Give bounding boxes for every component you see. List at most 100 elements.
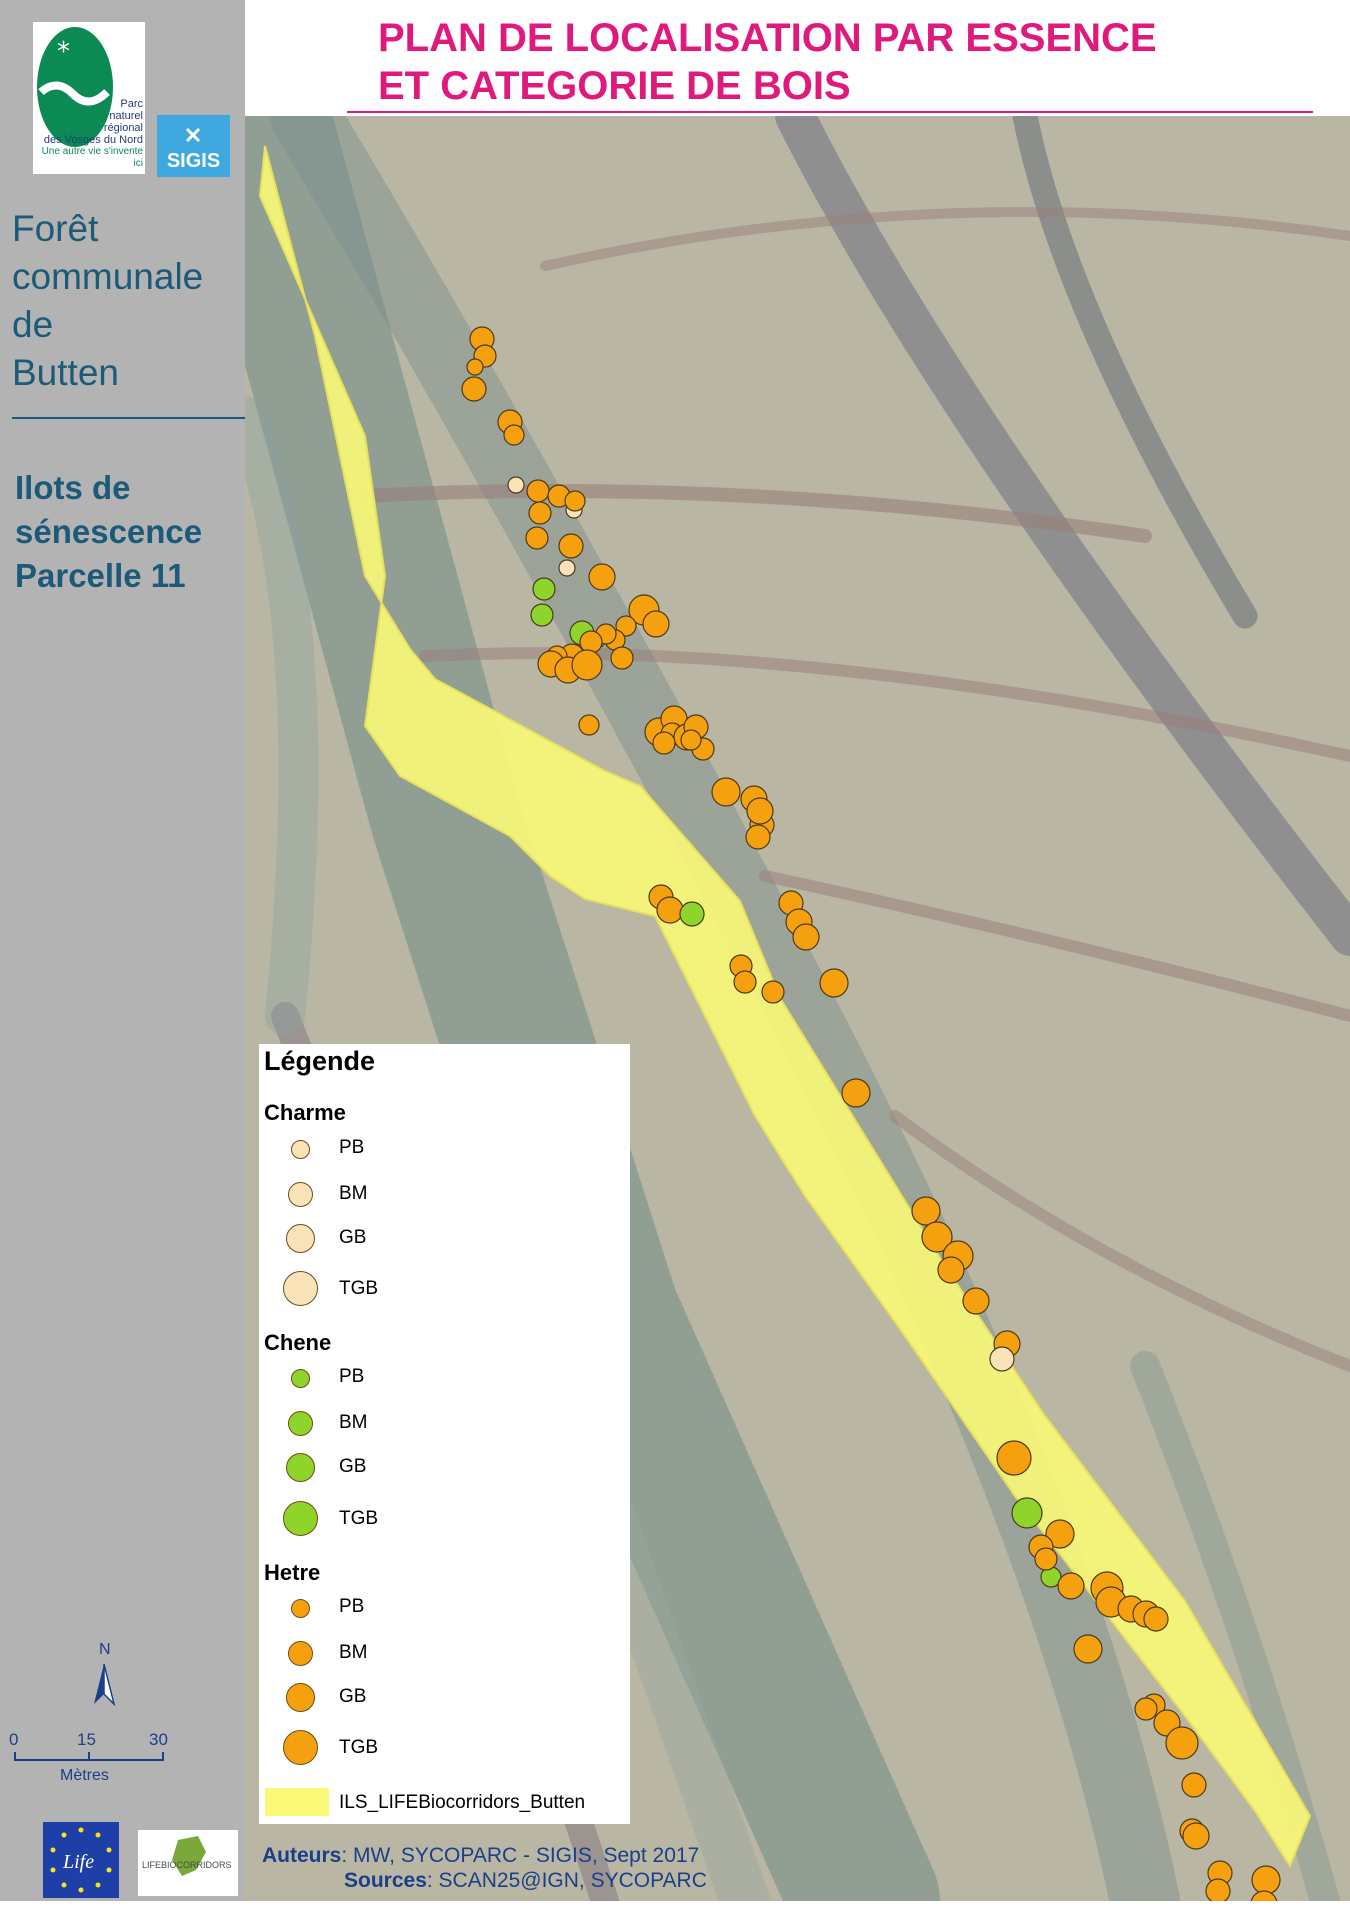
legend-group-charme: Charme — [264, 1100, 346, 1125]
charme-tree-marker[interactable] — [558, 559, 576, 577]
legend-swatch — [283, 1501, 318, 1536]
hetre-tree-marker[interactable] — [792, 923, 820, 951]
hetre-tree-marker[interactable] — [579, 630, 603, 654]
legend-group-hetre: Hetre — [264, 1560, 321, 1585]
hetre-tree-marker[interactable] — [588, 563, 616, 591]
hetre-tree-marker[interactable] — [819, 968, 849, 998]
legend-swatch — [283, 1271, 318, 1306]
hetre-tree-marker[interactable] — [1073, 1634, 1103, 1664]
hetre-tree-marker[interactable] — [921, 1221, 953, 1253]
svg-text:*: * — [57, 37, 70, 67]
hetre-tree-marker[interactable] — [656, 896, 684, 924]
hetre-tree-marker[interactable] — [1057, 1572, 1085, 1600]
hetre-tree-marker[interactable] — [526, 479, 550, 503]
hetre-tree-marker[interactable] — [525, 526, 549, 550]
credits-sources-text: : SCAN25@IGN, SYCOPARC — [426, 1869, 707, 1892]
biocorridors-logo-text: LIFEBIOCORRIDORS — [142, 1860, 232, 1870]
hetre-tree-marker[interactable] — [911, 1196, 941, 1226]
charme-tree-marker[interactable] — [507, 476, 525, 494]
chene-tree-marker[interactable] — [532, 577, 556, 601]
forest-name-line: communale — [12, 256, 204, 297]
legend-item-chene-tgb: TGB — [259, 1498, 630, 1538]
hetre-tree-marker[interactable] — [761, 980, 785, 1004]
legend-swatch — [286, 1224, 315, 1253]
ilots-heading-line: Ilots de — [15, 469, 131, 506]
forest-name-line: Forêt — [12, 208, 99, 249]
legend-label: TGB — [339, 1737, 379, 1758]
hetre-tree-marker[interactable] — [1034, 1547, 1058, 1571]
scale-unit: Mètres — [60, 1767, 109, 1784]
hetre-tree-marker[interactable] — [610, 646, 634, 670]
charme-tree-marker[interactable] — [989, 1346, 1015, 1372]
hetre-tree-marker[interactable] — [1182, 1822, 1210, 1850]
ilots-heading: Ilots de sénescence Parcelle 11 — [15, 466, 245, 598]
legend-swatch — [286, 1683, 315, 1712]
legend-label: GB — [339, 1456, 367, 1477]
scale-tick-0: 0 — [9, 1730, 18, 1749]
hetre-tree-marker[interactable] — [711, 777, 741, 807]
hetre-tree-marker[interactable] — [652, 731, 676, 755]
legend-swatch — [288, 1411, 313, 1436]
page-title-line-2: ET CATEGORIE DE BOIS — [378, 64, 851, 108]
hetre-tree-marker[interactable] — [642, 610, 670, 638]
parc-logo-line: Parc — [120, 98, 143, 110]
legend-label: PB — [339, 1137, 365, 1158]
sigis-logo: SIGIS — [157, 115, 230, 177]
hetre-tree-marker[interactable] — [1165, 1726, 1199, 1760]
hetre-tree-marker[interactable] — [466, 358, 484, 376]
legend-label: TGB — [339, 1508, 379, 1529]
hetre-tree-marker[interactable] — [503, 424, 525, 446]
legend-label: BM — [339, 1183, 368, 1204]
life-logo-text: Life — [62, 1851, 94, 1873]
hetre-tree-marker[interactable] — [841, 1078, 871, 1108]
hetre-tree-marker[interactable] — [1143, 1606, 1169, 1632]
hetre-tree-marker[interactable] — [1045, 1519, 1075, 1549]
hetre-tree-marker[interactable] — [746, 797, 774, 825]
tree-markers — [461, 326, 1281, 1906]
hetre-tree-marker[interactable] — [528, 501, 552, 525]
parc-logo-line: naturel — [109, 110, 143, 122]
hetre-tree-marker[interactable] — [745, 824, 771, 850]
legend-label: ILS_LIFEBiocorridors_Butten — [339, 1792, 586, 1813]
legend-item-charme-pb: PB — [259, 1133, 630, 1173]
hetre-tree-marker[interactable] — [558, 533, 584, 559]
credits-authors: Auteurs: MW, SYCOPARC - SIGIS, Sept 2017 — [262, 1843, 732, 1868]
legend-swatch-island — [265, 1788, 329, 1816]
hetre-tree-marker[interactable] — [937, 1256, 965, 1284]
parc-logo-text: Parc naturel régional des Vosges du Nord… — [35, 98, 143, 170]
hetre-tree-marker[interactable] — [571, 649, 603, 681]
hetre-tree-marker[interactable] — [564, 490, 586, 512]
sidebar: * Parc naturel régional des Vosges du No… — [0, 0, 245, 1901]
hetre-tree-marker[interactable] — [962, 1287, 990, 1315]
legend-item-hetre-pb: PB — [259, 1592, 630, 1632]
hetre-tree-marker[interactable] — [733, 970, 757, 994]
legend-item-chene-bm: BM — [259, 1406, 630, 1446]
chene-tree-marker[interactable] — [530, 603, 554, 627]
credits-authors-label: Auteurs — [262, 1844, 342, 1867]
hetre-tree-marker[interactable] — [461, 376, 487, 402]
ilots-heading-line: sénescence — [15, 513, 203, 550]
hetre-tree-marker[interactable] — [996, 1440, 1032, 1476]
hetre-tree-marker[interactable] — [615, 615, 637, 637]
legend-item-charme-tgb: TGB — [259, 1268, 630, 1308]
hetre-tree-marker[interactable] — [680, 729, 702, 751]
legend-item-hetre-tgb: TGB — [259, 1727, 630, 1767]
hetre-tree-marker[interactable] — [1181, 1772, 1207, 1798]
chene-tree-marker[interactable] — [679, 901, 705, 927]
hetre-tree-marker[interactable] — [1251, 1865, 1281, 1895]
legend-group-chene: Chene — [264, 1330, 332, 1355]
hetre-tree-marker[interactable] — [1134, 1697, 1158, 1721]
scale-tick-15: 15 — [77, 1730, 96, 1749]
ilots-heading-line: Parcelle 11 — [15, 557, 186, 594]
legend-item-hetre-gb: GB — [259, 1679, 630, 1719]
hetre-tree-marker[interactable] — [1205, 1878, 1231, 1904]
legend-item-charme-gb: GB — [259, 1220, 630, 1260]
legend-swatch — [286, 1453, 315, 1482]
legend-swatch — [291, 1140, 310, 1159]
credits-authors-text: : MW, SYCOPARC - SIGIS, Sept 2017 — [341, 1844, 700, 1867]
parc-naturel-logo: * Parc naturel régional des Vosges du No… — [33, 22, 145, 174]
hetre-tree-marker[interactable] — [578, 714, 600, 736]
chene-tree-marker[interactable] — [1011, 1497, 1043, 1529]
legend-label: BM — [339, 1412, 368, 1433]
map-credits: Auteurs: MW, SYCOPARC - SIGIS, Sept 2017… — [262, 1843, 732, 1893]
